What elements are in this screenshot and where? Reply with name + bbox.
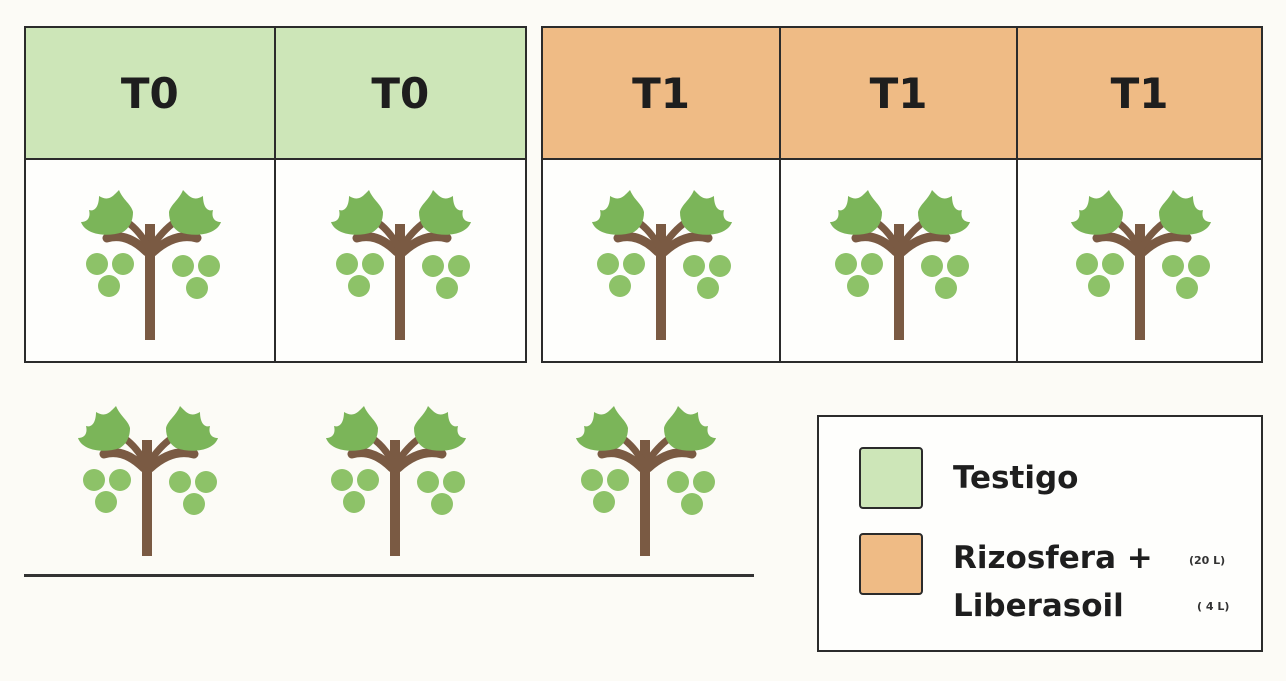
legend-label-testigo: Testigo bbox=[953, 460, 1079, 496]
grapevine-plant-icon bbox=[570, 398, 720, 556]
legend-swatch-rizosfera bbox=[859, 533, 923, 595]
dose-rizosfera: (20 L) bbox=[1189, 554, 1226, 567]
treatment-plot-grid: T1 T1 T1 bbox=[541, 26, 1263, 363]
treatment-header-t0: T0 bbox=[275, 28, 525, 160]
plant-cell bbox=[781, 160, 1018, 361]
plant-cell bbox=[26, 160, 276, 361]
legend-swatch-testigo bbox=[859, 447, 923, 509]
legend-label-rizosfera: Rizosfera + bbox=[953, 540, 1153, 576]
treatment-header-t1: T1 bbox=[1018, 28, 1261, 160]
treatment-header-t1: T1 bbox=[543, 28, 781, 160]
grapevine-plant-icon bbox=[1065, 182, 1215, 340]
grapevine-plant-icon bbox=[75, 182, 225, 340]
dose-liberasoil: ( 4 L) bbox=[1197, 600, 1230, 613]
ground-line bbox=[24, 574, 754, 577]
grapevine-plant-icon bbox=[824, 182, 974, 340]
grapevine-plant-icon bbox=[325, 182, 475, 340]
plant-cell bbox=[543, 160, 781, 361]
plant-cell bbox=[1018, 160, 1261, 361]
legend-label-liberasoil: Liberasoil bbox=[953, 588, 1124, 624]
treatment-header-t1: T1 bbox=[781, 28, 1018, 160]
grapevine-plant-icon bbox=[72, 398, 222, 556]
control-plot-grid: T0 T0 bbox=[24, 26, 527, 363]
treatment-header-t0: T0 bbox=[26, 28, 276, 160]
grapevine-plant-icon bbox=[586, 182, 736, 340]
plant-cell bbox=[275, 160, 525, 361]
grapevine-plant-icon bbox=[320, 398, 470, 556]
legend: Testigo Rizosfera + Liberasoil (20 L) ( … bbox=[817, 415, 1263, 652]
